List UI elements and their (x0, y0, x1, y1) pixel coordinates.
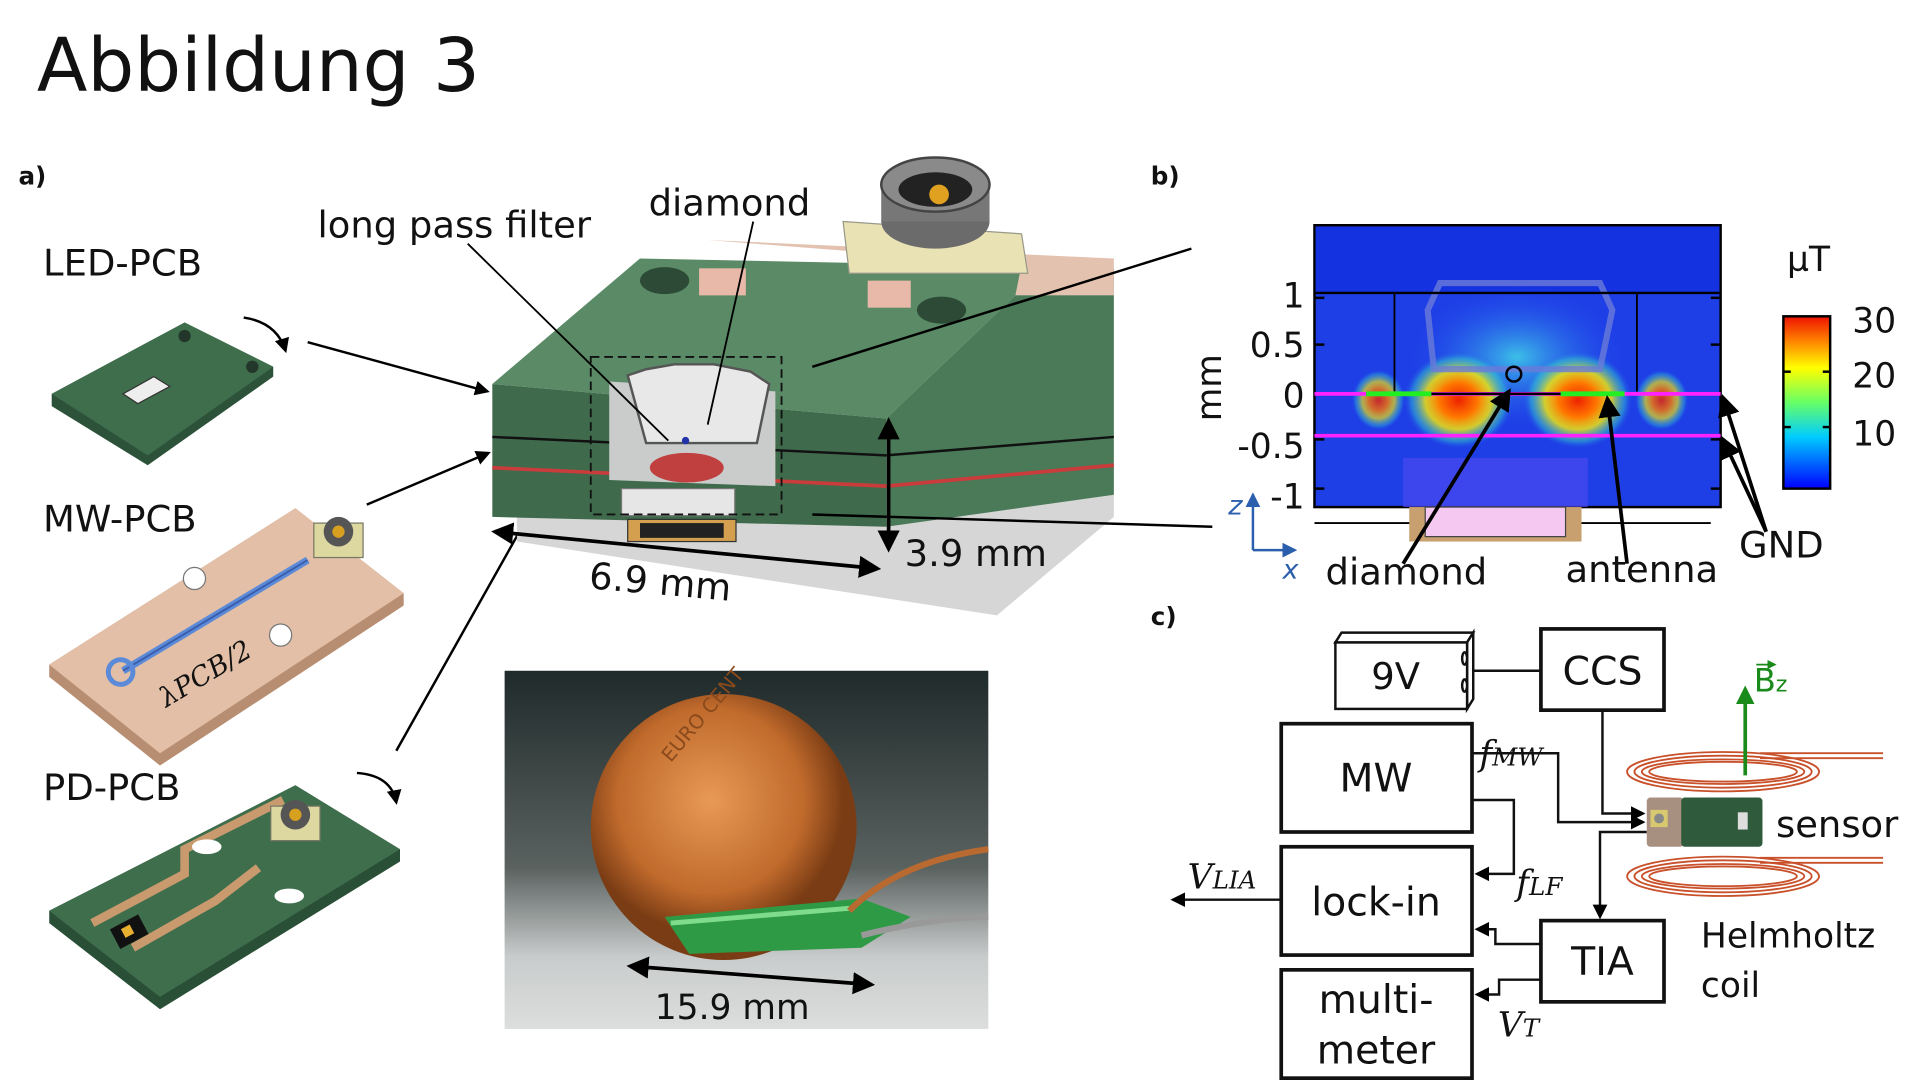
colorbar (1782, 315, 1832, 490)
helmholtz-coil-top (1626, 751, 1884, 793)
bz-label: Bz (1754, 662, 1788, 700)
led-pcb-label: LED-PCB (43, 242, 202, 285)
y-tick-label: -1 (1270, 477, 1304, 517)
long-pass-filter-label: long pass filter (318, 204, 592, 247)
y-tick-label: 0.5 (1250, 326, 1305, 366)
mw-box (1279, 721, 1474, 834)
height-dimension-label: 3.9 mm (905, 532, 1047, 575)
helmholtz-label: Helmholtz (1701, 917, 1875, 957)
sensor-label: sensor (1776, 803, 1899, 846)
mw-label: MW (1340, 755, 1413, 801)
diamond-marker (1505, 365, 1523, 383)
mw-pcb-label: MW-PCB (43, 498, 196, 541)
battery-label: 9V (1371, 655, 1420, 698)
y-tick-label: 1 (1283, 277, 1305, 317)
tia-label: TIA (1570, 939, 1634, 985)
led-pcb-render (51, 316, 290, 466)
z-axis-label: z (1227, 490, 1243, 521)
panel-label-b: b) (1151, 162, 1180, 191)
width-dimension-arrow (491, 522, 882, 578)
y-axis-label: mm (1190, 354, 1230, 421)
battery-box (1334, 641, 1469, 711)
colorbar-unit: µT (1787, 240, 1831, 280)
diamond-label-a: diamond (649, 181, 811, 224)
photo-dimension-label: 15.9 mm (655, 988, 810, 1028)
ccs-label: CCS (1562, 648, 1642, 694)
y-tick-label: 0 (1283, 376, 1305, 416)
lockin-box (1279, 844, 1474, 957)
pd-pcb-label: PD-PCB (43, 766, 180, 809)
antenna-label: antenna (1566, 548, 1719, 591)
multimeter-box (1279, 968, 1474, 1080)
v-lia-label: VLIA (1188, 858, 1257, 898)
rotate-arrow-icon (243, 316, 290, 354)
diamond-label-b: diamond (1326, 551, 1488, 594)
colorbar-tick: 30 (1852, 301, 1896, 341)
multimeter-label-2: meter (1317, 1027, 1436, 1073)
coil-label: coil (1701, 966, 1760, 1006)
mw-pcb-render: λPCB/2 (49, 508, 404, 766)
f-lf-label: fLF (1513, 864, 1563, 904)
x-axis-label: x (1281, 554, 1299, 585)
rotate-arrow-icon (356, 771, 402, 805)
panel-label-a: a) (18, 162, 46, 191)
panel-a: LED-PCB MW-PCB PD-PCB λPCB/2 (43, 156, 1213, 1029)
f-mw-label: fMW (1476, 735, 1544, 775)
v-t-label: VT (1498, 1005, 1541, 1045)
colorbar-tick: 10 (1852, 415, 1896, 455)
gnd-label: GND (1739, 524, 1824, 567)
colorbar-tick: 20 (1852, 357, 1896, 397)
panel-c-block-diagram: 9V CCS MW lock-in multi- meter TIA fMW f… (1170, 627, 1899, 1080)
sensor-image (1646, 797, 1763, 847)
lockin-label: lock-in (1311, 880, 1441, 926)
multimeter-label-1: multi- (1319, 977, 1434, 1023)
zoom-region-box (589, 356, 783, 516)
y-tick-label: -0.5 (1237, 427, 1304, 467)
tia-box (1539, 918, 1666, 1004)
figure-title: Abbildung 3 (37, 23, 480, 109)
pd-pcb-render (49, 771, 402, 1010)
helmholtz-coil-bottom (1626, 855, 1884, 897)
panel-b-field-simulation: 1 0.5 0 -0.5 -1 mm µT 30 20 10 z x diamo… (1190, 224, 1896, 594)
sensor-photo: EURO CENT 15.9 mm (504, 662, 989, 1029)
panel-label-c: c) (1151, 602, 1177, 631)
